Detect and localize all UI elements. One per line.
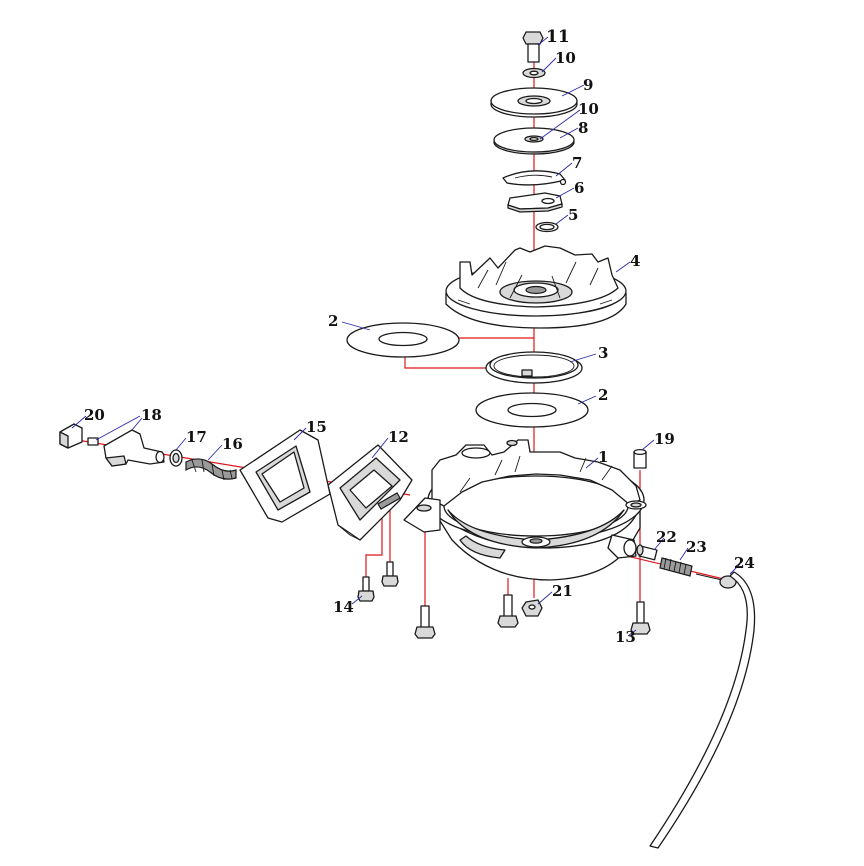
part-10-washer-top — [522, 67, 546, 79]
part-16-rope — [185, 458, 237, 481]
guide-bolt-axis — [365, 505, 383, 580]
part-18-handle — [87, 429, 165, 467]
part-13-bolt — [630, 601, 651, 635]
callout-9: 9 — [583, 76, 593, 94]
part-23-spring — [659, 557, 693, 577]
callout-10-disc: 10 — [578, 100, 599, 118]
part-5-ring — [535, 221, 559, 233]
callout-24: 24 — [734, 554, 755, 572]
callout-15: 15 — [306, 418, 327, 436]
part-2-gasket-lower — [475, 392, 589, 428]
callout-10-top: 10 — [555, 49, 576, 67]
part-20-cap — [59, 423, 83, 449]
callout-21: 21 — [552, 582, 573, 600]
callout-4: 4 — [630, 252, 640, 270]
part-12-guide — [327, 444, 413, 541]
callout-2-lower: 2 — [598, 386, 608, 404]
part-8-disc — [493, 127, 575, 155]
callout-17: 17 — [186, 428, 207, 446]
callout-7: 7 — [572, 154, 582, 172]
part-3-spring — [485, 351, 583, 384]
callout-1: 1 — [598, 448, 608, 466]
callout-3: 3 — [598, 344, 608, 362]
part-19-bushing — [633, 448, 647, 469]
callout-5: 5 — [568, 206, 578, 224]
part-14-bolts — [357, 561, 399, 602]
callout-2-top: 2 — [328, 312, 338, 330]
callout-8: 8 — [578, 119, 588, 137]
part-22-ferrule — [636, 544, 658, 561]
part-15-cover — [239, 429, 331, 523]
part-2-gasket-top — [346, 322, 460, 358]
part-17-insert — [169, 449, 183, 467]
callout-22: 22 — [656, 528, 677, 546]
callout-18: 18 — [141, 406, 162, 424]
callout-6: 6 — [574, 179, 584, 197]
part-4-pulley — [445, 245, 627, 329]
part-7-clip — [502, 170, 567, 186]
callout-14: 14 — [333, 598, 354, 616]
housing-bolts — [414, 594, 519, 639]
leader-lines — [71, 36, 741, 637]
callout-16: 16 — [222, 435, 243, 453]
callout-11: 11 — [546, 27, 570, 47]
part-24-cable — [649, 571, 756, 849]
callout-19: 19 — [654, 430, 675, 448]
callout-23: 23 — [686, 538, 707, 556]
callout-13: 13 — [615, 628, 636, 646]
callout-20: 20 — [84, 406, 105, 424]
part-6-pawl — [507, 192, 563, 213]
callout-labels: 11 10 9 10 8 7 6 5 4 2 3 2 1 12 15 16 17… — [84, 27, 755, 646]
part-21-nut — [521, 599, 543, 617]
part-11-bolt — [522, 31, 544, 63]
part-1-housing — [403, 439, 647, 581]
part-9-plate — [490, 87, 578, 118]
callout-12: 12 — [388, 428, 409, 446]
